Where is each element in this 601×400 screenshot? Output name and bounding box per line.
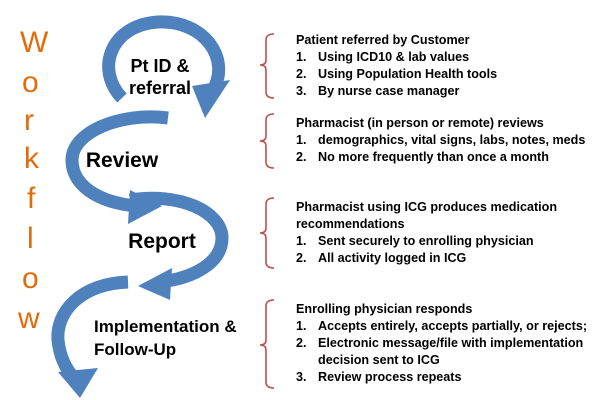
- details-heading: Enrolling physician responds: [296, 302, 473, 316]
- step-labels: Pt ID & referral Review Report Implement…: [86, 56, 237, 359]
- arrow-arc-4: [51, 275, 129, 385]
- details-heading: Pharmacist (in person or remote) reviews: [296, 116, 544, 130]
- step-label-pt-id-line-1: Pt ID &: [130, 56, 189, 76]
- details-list: 1.demographics, vital signs, labs, notes…: [296, 132, 596, 166]
- arrow-arc-3: [128, 191, 229, 289]
- bracket-1: [259, 33, 275, 99]
- step-label-implementation-line-2: Follow-Up: [94, 340, 176, 359]
- list-item: 2.All activity logged in ICG: [296, 251, 467, 265]
- cycle-arrows: [51, 15, 230, 398]
- workflow-letter: o: [22, 66, 39, 99]
- bracket-2: [259, 113, 275, 169]
- step-label-pt-id-line-2: referral: [129, 78, 191, 98]
- list-item: 1.demographics, vital signs, labs, notes…: [296, 133, 586, 147]
- step-label-report: Report: [128, 230, 196, 253]
- list-item: 1.Using ICD10 & lab values: [296, 50, 470, 64]
- details-review: Pharmacist (in person or remote) reviews…: [296, 115, 596, 166]
- details-heading: Patient referred by Customer: [296, 33, 470, 47]
- details-heading: Pharmacist using ICG produces medication…: [296, 200, 558, 231]
- details-list: 1.Accepts entirely, accepts partially, o…: [296, 318, 596, 386]
- workflow-letter: r: [24, 104, 34, 137]
- arrowhead-3: [138, 268, 172, 300]
- list-item: 3.By nurse case manager: [296, 84, 460, 98]
- arrowhead-1: [192, 80, 230, 118]
- detail-brackets: [259, 33, 275, 389]
- bracket-4: [259, 299, 275, 389]
- list-item: 1.Sent securely to enrolling physician: [296, 234, 534, 248]
- vertical-workflow-word: W o r k f l o w: [17, 26, 49, 335]
- details-pt-id-referral: Patient referred by Customer 1.Using ICD…: [296, 32, 596, 100]
- details-report: Pharmacist using ICG produces medication…: [296, 199, 596, 267]
- list-item: 3.Review process repeats: [296, 370, 462, 384]
- step-label-review: Review: [86, 149, 159, 172]
- workflow-letter: o: [22, 262, 39, 295]
- workflow-letter: l: [27, 222, 34, 255]
- step-label-implementation-line-1: Implementation &: [94, 317, 237, 336]
- list-item: 2.No more frequently than once a month: [296, 150, 549, 164]
- details-list: 1.Using ICD10 & lab values 2.Using Popul…: [296, 49, 596, 100]
- list-item: 2.Electronic message/file with implement…: [296, 336, 584, 367]
- arrow-arc-1: [102, 15, 226, 103]
- list-item: 1.Accepts entirely, accepts partially, o…: [296, 319, 588, 333]
- workflow-letter: W: [20, 26, 49, 59]
- details-implementation: Enrolling physician responds 1.Accepts e…: [296, 301, 596, 386]
- list-item: 2.Using Population Health tools: [296, 67, 498, 81]
- workflow-letter: k: [24, 142, 40, 175]
- arrowhead-4: [58, 368, 98, 398]
- workflow-letter: f: [27, 182, 36, 215]
- details-list: 1.Sent securely to enrolling physician 2…: [296, 233, 596, 267]
- bracket-3: [259, 197, 275, 269]
- arrow-arc-2: [65, 110, 169, 213]
- workflow-letter: w: [17, 302, 40, 335]
